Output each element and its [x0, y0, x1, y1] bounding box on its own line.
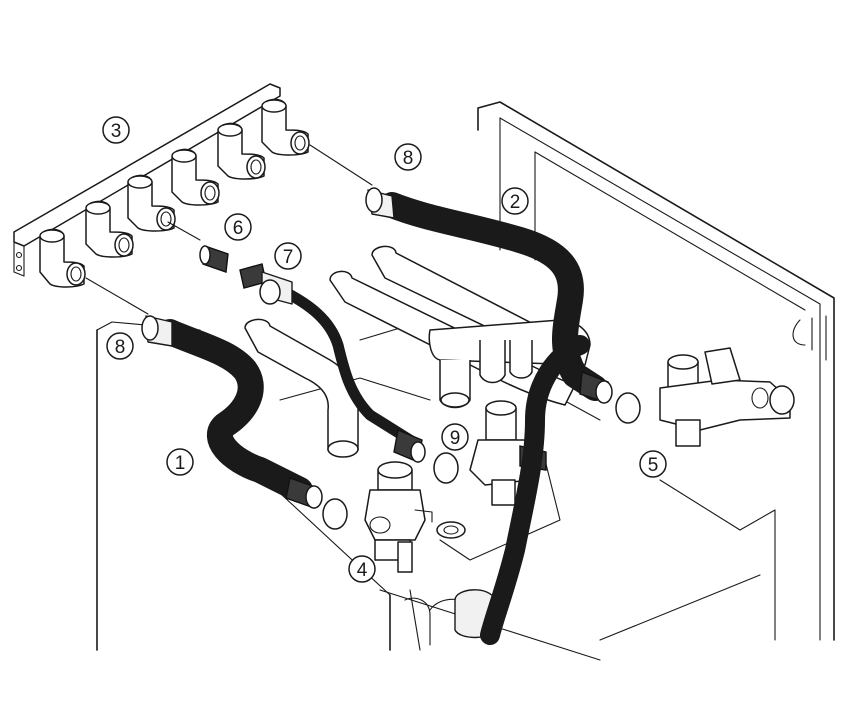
valve-4 — [364, 461, 433, 573]
callout-4-label: 4 — [357, 560, 368, 581]
callout-9-label: 9 — [450, 428, 461, 449]
callout-5-label: 5 — [648, 455, 659, 476]
hose-2 — [365, 187, 613, 404]
connection-elbow — [39, 228, 86, 288]
callout-2: 2 — [501, 187, 529, 215]
callout-5: 5 — [639, 450, 667, 478]
callout-6: 6 — [224, 213, 252, 241]
internal-pipes — [244, 245, 591, 539]
pipe-7 — [239, 263, 426, 463]
callout-8-lower-label: 8 — [115, 337, 126, 358]
adapter-6 — [199, 245, 229, 273]
corrugated-conduit — [480, 335, 590, 645]
connection-elbow — [127, 174, 176, 232]
callout-7: 7 — [274, 242, 302, 270]
callout-9: 9 — [441, 423, 469, 451]
callout-6-label: 6 — [233, 218, 244, 239]
callout-7-label: 7 — [283, 247, 294, 268]
callout-8-lower: 8 — [106, 332, 134, 360]
connection-elbow — [217, 122, 266, 180]
callout-3-label: 3 — [111, 121, 122, 142]
connection-elbow — [85, 200, 134, 258]
valve-5 — [659, 347, 795, 447]
callout-2-label: 2 — [510, 192, 521, 213]
callout-8-upper-label: 8 — [403, 148, 414, 169]
callout-3: 3 — [102, 116, 130, 144]
callout-1-label: 1 — [175, 453, 186, 474]
connection-elbow — [171, 148, 220, 206]
callout-4: 4 — [348, 555, 376, 583]
leader-lines — [85, 144, 373, 315]
mounting-rail — [13, 83, 310, 288]
hose-1 — [141, 315, 323, 509]
connection-elbow — [261, 98, 310, 156]
seal-rings — [322, 392, 641, 530]
callout-8-upper: 8 — [394, 143, 422, 171]
callout-1: 1 — [166, 448, 194, 476]
